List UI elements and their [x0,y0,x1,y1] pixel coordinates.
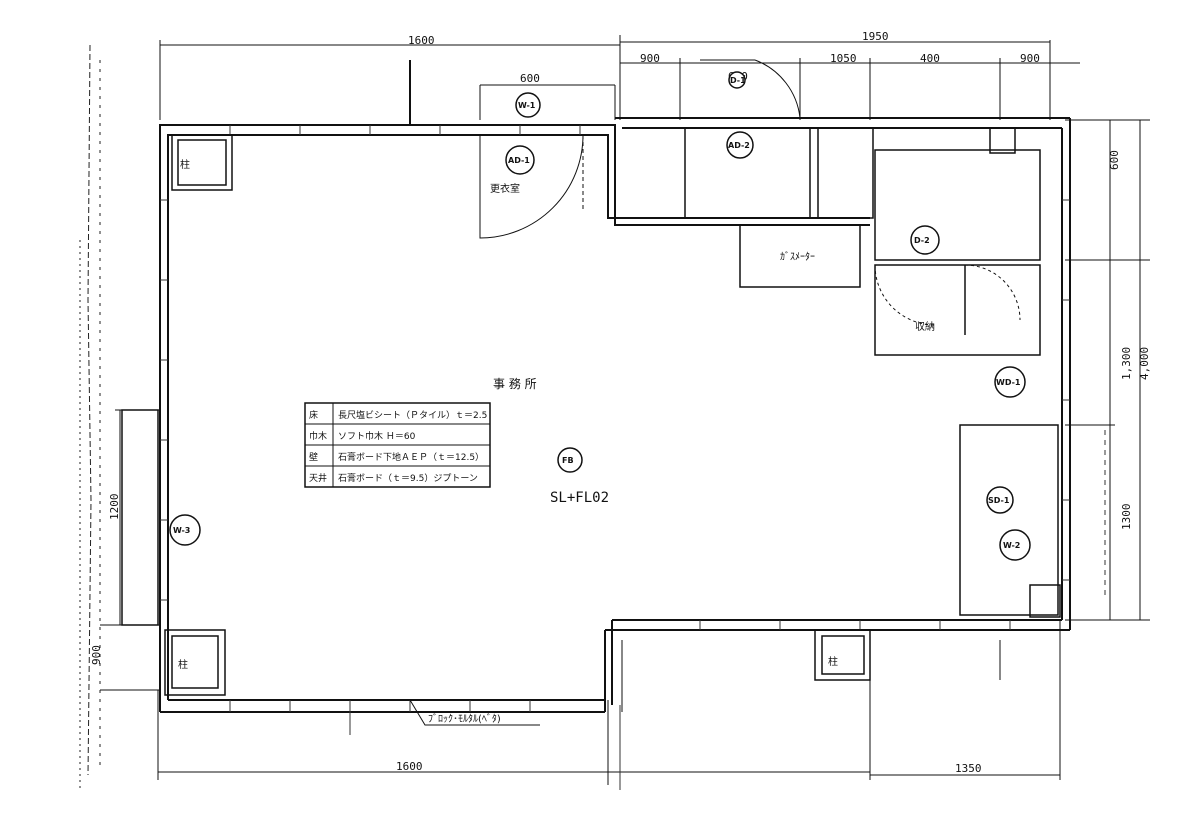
dim-right-d: 1300 [1120,504,1133,531]
door-swings [479,59,1021,326]
bubble-w-3: W-3 [173,526,190,535]
finish-key-3: 天井 [309,472,327,484]
floor-level: SL+FL02 [550,490,609,506]
small-note: ｶﾞｽﾒｰﾀｰ [780,251,815,263]
closet-label: 収納 [915,320,935,333]
dim-bottom-right: 1350 [955,762,982,775]
scan-border-left [79,44,101,790]
bubble-sd-1: SD-1 [988,496,1010,505]
bubble-d-1: D-1 [730,76,746,85]
bottom-note: ﾌﾞﾛｯｸ･ﾓﾙﾀﾙ(ﾍﾞﾀ) [428,713,501,725]
columns [164,127,1061,696]
wall-hatch [160,125,1070,712]
room-label-top: 更衣室 [490,182,520,195]
bubble-d-2: D-2 [914,236,930,245]
bubble-w-1: W-1 [518,101,536,110]
dim-right-b: 1,300 [1120,347,1133,380]
dim-left-a: 1200 [108,494,121,521]
dimension-lines-left [100,409,160,691]
interior-rooms [121,127,1059,626]
bubble-wd-1: WD-1 [996,378,1021,387]
windows [155,409,1001,712]
dimension-lines-bottom [157,620,1061,785]
room-name: 事 務 所 [493,377,537,391]
dim-top-d: 1050 [830,52,857,65]
dim-top-f: 900 [1020,52,1040,65]
dim-right-a: 600 [1108,150,1121,170]
dim-bottom-left: 1600 [396,760,423,773]
dim-top-e: 400 [920,52,940,65]
bubble-w-2: W-2 [1003,541,1020,550]
bubble-ad-2: AD-2 [728,141,750,150]
finish-key-0: 床 [309,409,318,421]
finish-key-1: 巾木 [309,430,327,442]
dimension-lines-right [1065,119,1150,621]
dimension-lines-top [159,35,1080,125]
column-label-3: 柱 [828,655,838,668]
finish-value-2: 石膏ボード下地ＡＥＰ（ｔ＝12.5） [338,451,484,463]
bubble-fb: FB [562,456,574,465]
dim-top-c: 900 [640,52,660,65]
column-label-2: 柱 [178,658,188,671]
dim-top-left: 1600 [408,34,435,47]
dim-top-a: 600 [520,72,540,85]
bottom-leader [409,699,540,726]
tag-bubbles [169,71,1031,561]
exterior-walls [159,117,1071,713]
dim-right-c: 4,000 [1138,347,1151,380]
scan-artifacts [349,430,1106,790]
dim-top-right: 1950 [862,30,889,43]
finish-value-0: 長尺塩ビシート（Ｐタイル）ｔ＝2.5 [338,409,487,421]
bubble-ad-1: AD-1 [508,156,530,165]
finish-value-1: ソフト巾木 Ｈ＝60 [338,430,416,442]
finish-value-3: 石膏ボード（ｔ＝9.5）ジプトーン [338,472,478,484]
dim-left-b: 900 [90,645,103,665]
column-label-1: 柱 [180,158,190,171]
finish-key-2: 壁 [309,451,318,463]
finish-table [304,402,491,488]
